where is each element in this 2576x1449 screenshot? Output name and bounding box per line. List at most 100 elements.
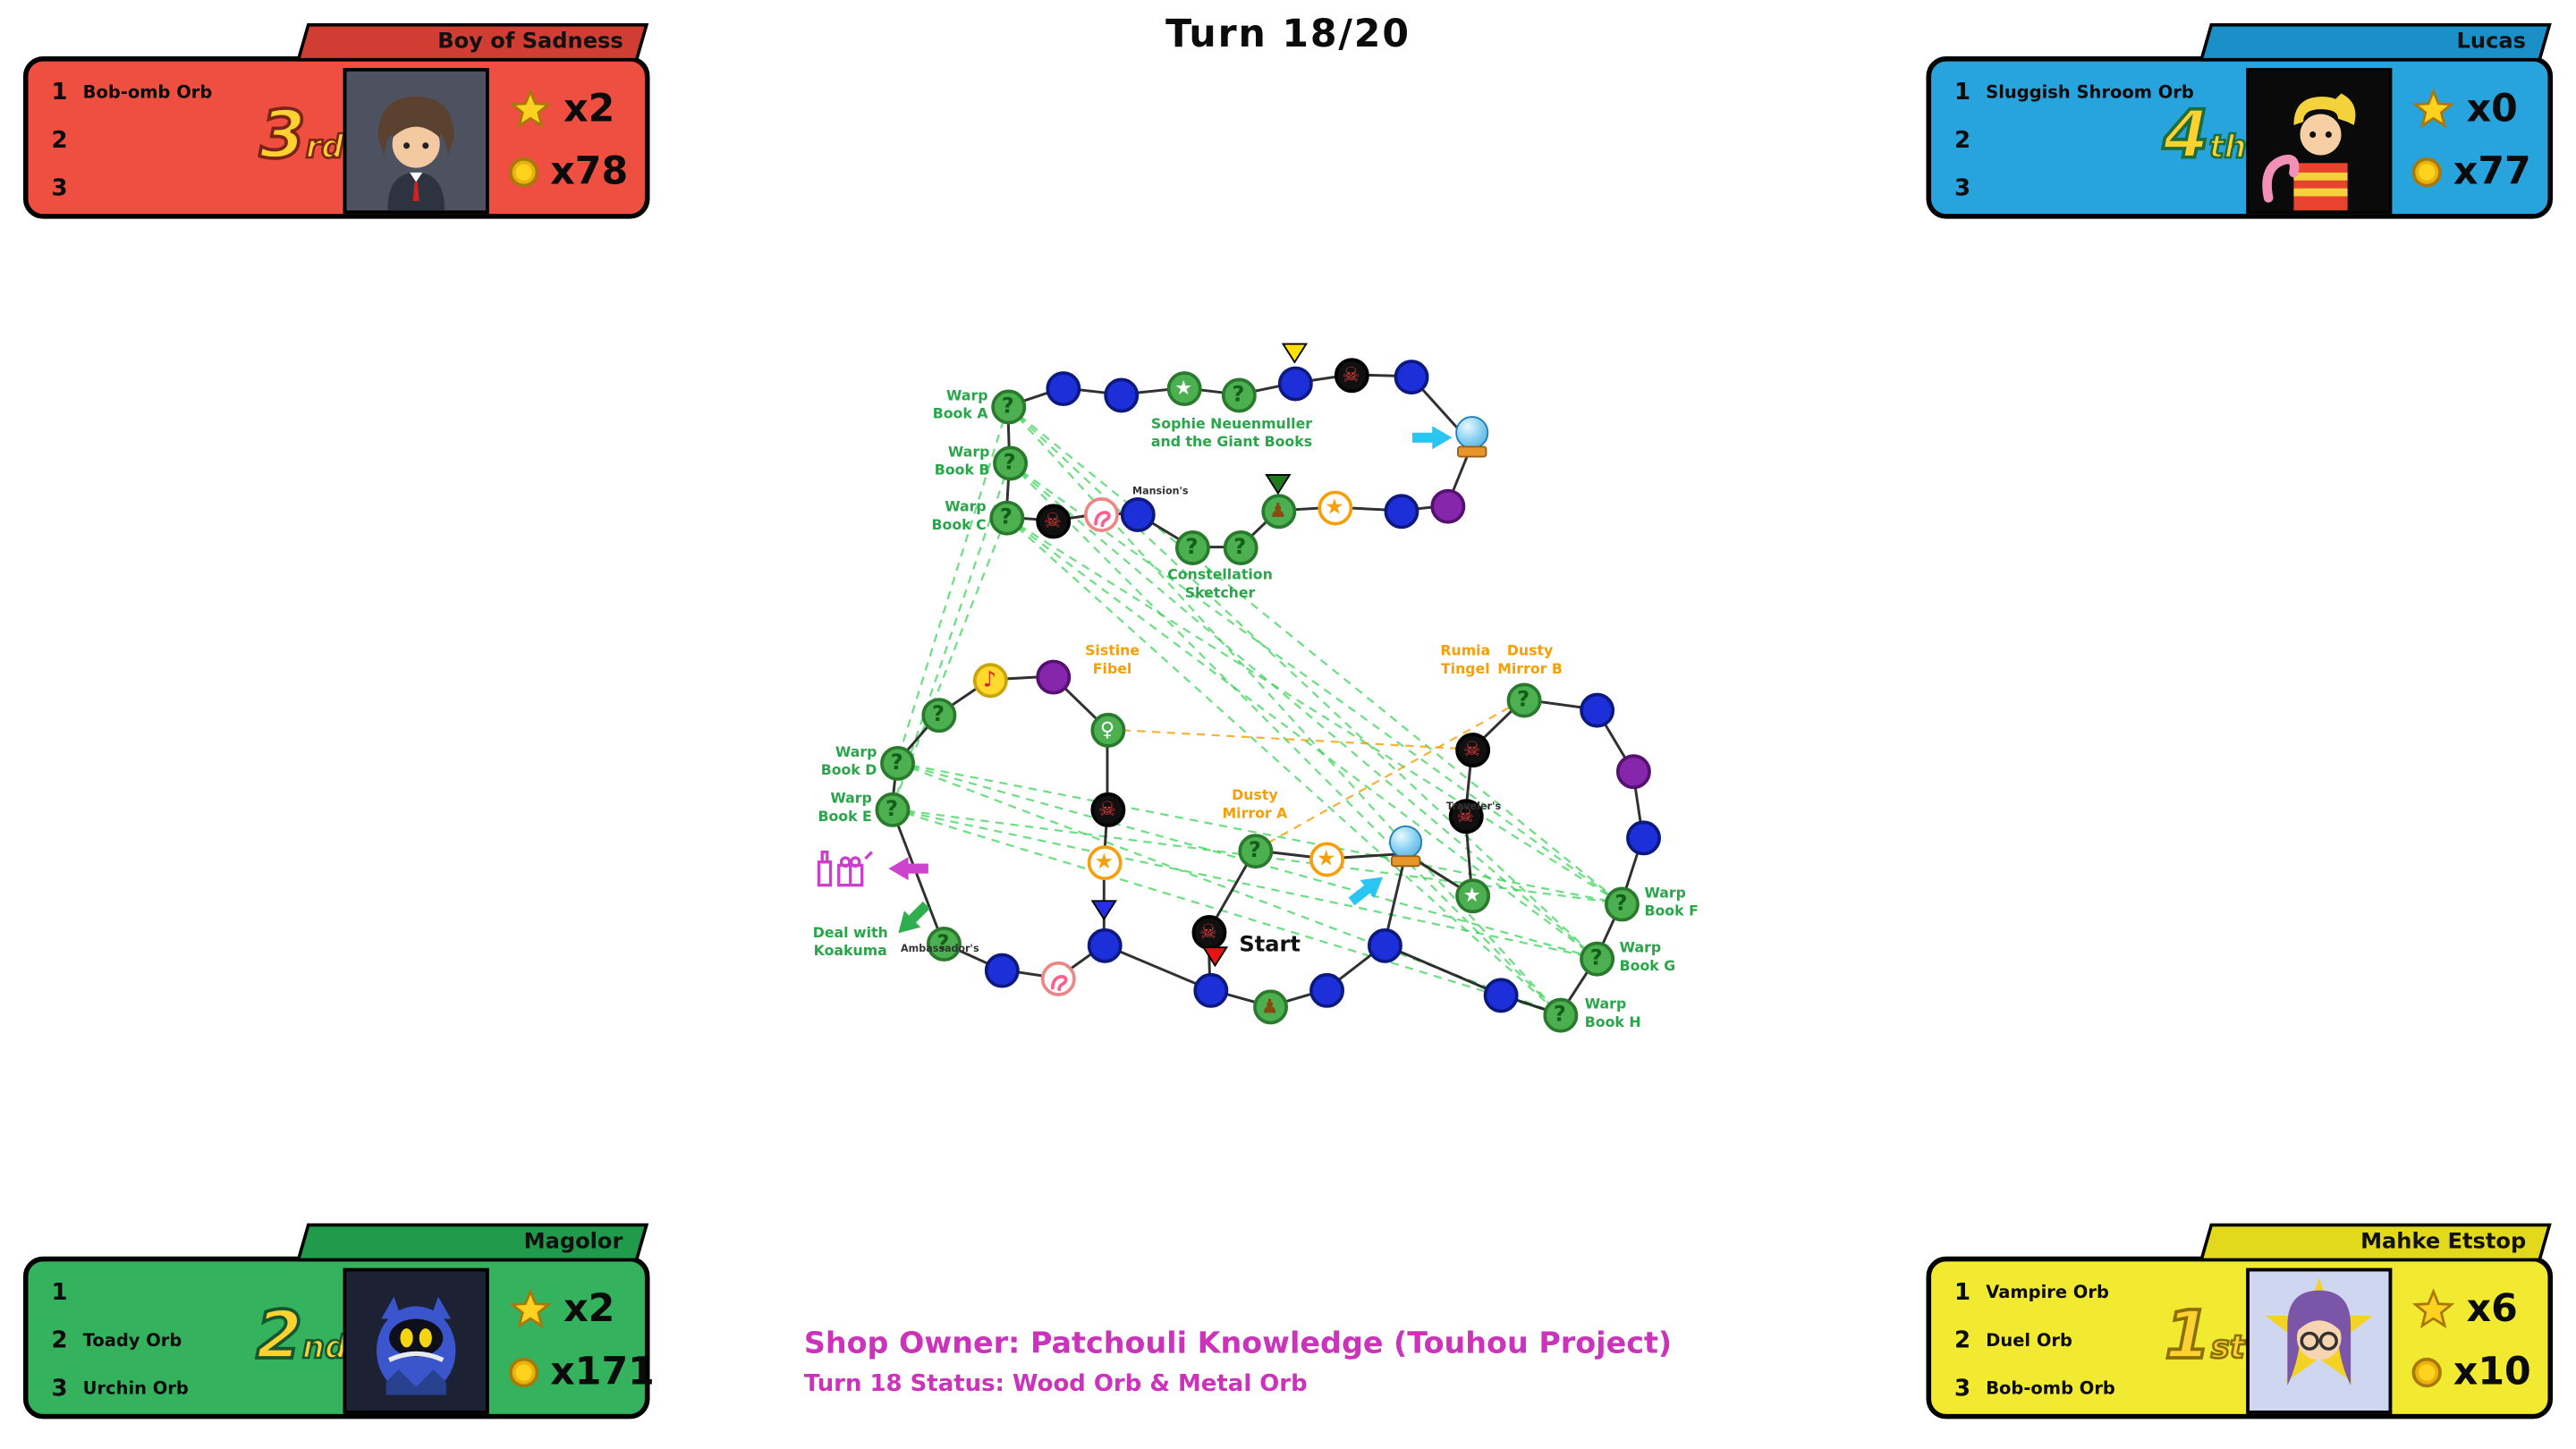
- player-panel-mahke-etstop: Mahke Etstop 1 Vampire Orb 2 Duel Orb 3 …: [1926, 1223, 2554, 1426]
- item-list: 1 Sluggish Shroom Orb 2 3: [1954, 68, 2194, 212]
- item-label: Duel Orb: [1986, 1330, 2072, 1351]
- question-space: ?: [990, 388, 1026, 424]
- flamingo-space: [1039, 960, 1075, 996]
- bowser-space: ☠: [1447, 798, 1483, 834]
- warp-arrow-icon: [1342, 866, 1396, 919]
- avatar-mahke-etstop: [2246, 1267, 2393, 1414]
- blue-space: [1625, 819, 1661, 855]
- blue-space: [1367, 927, 1402, 962]
- star-space: ★: [1309, 841, 1344, 877]
- blue-space: [1103, 377, 1139, 412]
- item-list: 1 Vampire Orb 2 Duel Orb 3 Bob-omb Orb: [1954, 1268, 2115, 1412]
- bowser-space: ☠: [1089, 791, 1125, 826]
- star-icon: [509, 88, 552, 129]
- player-name-tab: Boy of Sadness: [296, 22, 649, 62]
- coin-icon: [508, 1357, 539, 1388]
- player-marker: [1281, 339, 1309, 370]
- item-slot-number: 1: [1954, 79, 1971, 106]
- question-space: ?: [1222, 530, 1258, 565]
- item-slot: 2: [51, 116, 212, 165]
- crystal-ball-icon: [1384, 825, 1427, 876]
- avatar-boy-of-sadness: [343, 67, 489, 215]
- coin-icon: [2411, 1357, 2442, 1388]
- player-card: 1 2 Toady Orb 3 Urchin Orb 2nd: [22, 1256, 655, 1419]
- player-marker: [1265, 470, 1292, 501]
- item-slot: 1: [51, 1268, 188, 1317]
- event-space: ★: [1165, 370, 1201, 406]
- blue-space: [1119, 496, 1155, 531]
- question-space: ?: [879, 745, 915, 780]
- star-count: x2: [509, 78, 628, 140]
- item-slot-number: 1: [1954, 1278, 1971, 1306]
- item-label: Sluggish Shroom Orb: [1986, 81, 2194, 102]
- item-label: Bob-omb Orb: [82, 81, 213, 102]
- player-marker: [1090, 896, 1117, 928]
- player-name-tab: Mahke Etstop: [2199, 1223, 2552, 1262]
- player-stats: x0 x77: [2411, 78, 2531, 204]
- item-slot-number: 1: [51, 1278, 68, 1306]
- rank-badge: 4th: [2161, 96, 2248, 175]
- item-slot-number: 2: [1954, 1326, 1971, 1354]
- question-space: ?: [874, 791, 910, 826]
- item-slot-number: 3: [51, 174, 68, 202]
- item-slot-number: 3: [51, 1375, 68, 1402]
- star-space: ★: [1086, 844, 1122, 880]
- player-panel-magolor: Magolor 1 2 Toady Orb 3 Urchin Orb 2nd: [22, 1223, 655, 1426]
- item-slot-number: 3: [1954, 1375, 1971, 1402]
- rank-badge: 3rd: [258, 96, 344, 175]
- question-space: ?: [1174, 530, 1209, 565]
- character-space: ♟: [1260, 493, 1296, 529]
- star-space: ★: [1317, 489, 1352, 525]
- item-slot: 3 Urchin Orb: [51, 1364, 188, 1412]
- blue-space: [1192, 971, 1228, 1007]
- rank-badge: 1st: [2163, 1296, 2246, 1376]
- question-space: ?: [1542, 996, 1578, 1032]
- shop-arrow-icon: [887, 849, 930, 882]
- bowser-space: ☠: [1035, 503, 1071, 538]
- board-label: Start: [1239, 933, 1301, 958]
- question-space: ?: [926, 926, 961, 961]
- coin-count: x77: [2411, 141, 2531, 204]
- shop-info: Shop Owner: Patchouli Knowledge (Touhou …: [804, 1326, 1672, 1398]
- item-slot: 3 Bob-omb Orb: [1954, 1364, 2115, 1412]
- blue-space: [1579, 691, 1614, 727]
- player-panel-boy-of-sadness: Boy of Sadness 1 Bob-omb Orb 2 3 3rd: [22, 22, 650, 225]
- star-count: x0: [2411, 78, 2531, 140]
- item-slot: 2: [1954, 116, 2194, 165]
- item-slot-number: 3: [1954, 174, 1971, 202]
- event-doll-space: ♀: [1089, 711, 1125, 747]
- star-count: x2: [509, 1278, 655, 1341]
- board-label: Mansion's: [1132, 486, 1189, 498]
- event-space: ★: [1454, 877, 1490, 913]
- bowser-space: ☠: [1333, 357, 1368, 393]
- question-space: ?: [1220, 377, 1256, 412]
- player-panel-lucas: Lucas 1 Sluggish Shroom Orb 2 3 4th: [1926, 22, 2554, 225]
- blue-space: [1393, 359, 1428, 394]
- purple-space: [1429, 487, 1465, 523]
- question-space: ?: [1604, 886, 1639, 921]
- purple-space: [1035, 658, 1071, 694]
- avatar-lucas: [2246, 67, 2393, 215]
- character-space: ♟: [1252, 988, 1288, 1024]
- bowser-space: ☠: [1454, 732, 1490, 767]
- player-name-tab: Magolor: [296, 1223, 649, 1262]
- question-space: ?: [988, 499, 1024, 535]
- item-list: 1 2 Toady Orb 3 Urchin Orb: [51, 1268, 188, 1412]
- flamingo-space: [1083, 496, 1119, 531]
- purple-space: [1615, 753, 1650, 789]
- player-card: 1 Sluggish Shroom Orb 2 3 4th: [1926, 56, 2554, 219]
